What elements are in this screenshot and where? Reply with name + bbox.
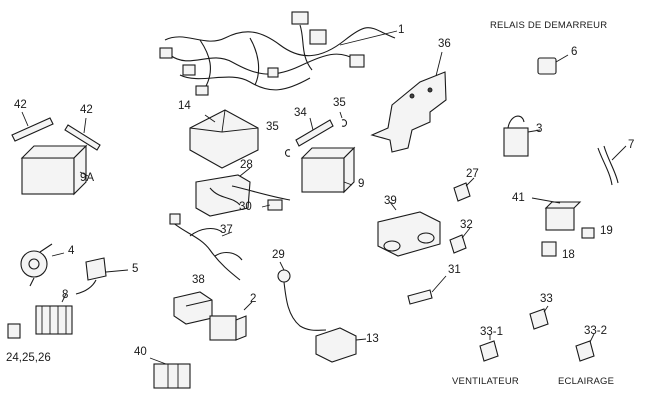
callout-18: 18 — [562, 249, 575, 261]
callout-9a: 9A — [80, 172, 95, 184]
part-40 — [149, 357, 191, 389]
callout-4: 4 — [68, 245, 75, 257]
cdi-box — [189, 109, 259, 169]
part-19 — [581, 227, 595, 239]
part-18 — [541, 241, 557, 257]
main-wiring-harness — [159, 11, 398, 96]
connector-27 — [453, 182, 471, 202]
starter-cable-28 — [195, 167, 291, 217]
callout-36: 36 — [438, 38, 451, 50]
bracket — [370, 51, 447, 153]
callout-13: 13 — [366, 333, 379, 345]
starter-relay — [537, 57, 557, 75]
connector-31 — [407, 289, 433, 305]
callout-3: 3 — [536, 123, 543, 135]
fuse-set — [7, 323, 21, 339]
callout-24-26: 24,25,26 — [6, 352, 51, 364]
relay-lighting — [575, 340, 595, 362]
caption-starter-relay: RELAIS DE DEMARREUR — [490, 20, 608, 31]
flasher — [75, 257, 129, 295]
callout-33: 33 — [540, 293, 553, 305]
relay-33 — [529, 308, 549, 330]
callout-2: 2 — [250, 293, 257, 305]
plug-cap-29 — [277, 261, 327, 331]
callout-27: 27 — [466, 168, 479, 180]
relay-3 — [503, 115, 541, 157]
callout-8: 8 — [62, 289, 69, 301]
cable-7 — [597, 145, 627, 186]
caption-lighting: ECLAIRAGE — [558, 376, 615, 387]
callout-37: 37 — [220, 224, 233, 236]
callout-40: 40 — [134, 346, 147, 358]
strap-34 — [295, 119, 334, 147]
callout-5: 5 — [132, 263, 139, 275]
callout-35-right: 35 — [333, 97, 346, 109]
strap-left — [11, 117, 54, 142]
callout-31: 31 — [448, 264, 461, 276]
hook-35-a — [284, 149, 291, 157]
callout-41: 41 — [512, 192, 525, 204]
callout-42-left: 42 — [14, 99, 27, 111]
callout-9: 9 — [358, 178, 365, 190]
caption-fan: VENTILATEUR — [452, 376, 519, 387]
callout-30: 30 — [239, 201, 252, 213]
relay-38 — [173, 291, 213, 325]
callout-14: 14 — [178, 100, 191, 112]
callout-34: 34 — [294, 107, 307, 119]
box-39 — [377, 201, 441, 257]
callout-42-right: 42 — [80, 104, 93, 116]
relay-41 — [531, 197, 582, 231]
regulator — [35, 293, 73, 335]
hook-35-b — [341, 119, 348, 127]
callout-7: 7 — [628, 139, 635, 151]
callout-35-left: 35 — [266, 121, 279, 133]
battery-9 — [300, 146, 356, 194]
connector-32 — [449, 234, 467, 254]
part-2 — [209, 301, 253, 341]
callout-33-1: 33-1 — [480, 326, 504, 338]
horn — [20, 243, 65, 287]
callout-32: 32 — [460, 219, 473, 231]
callout-38: 38 — [192, 274, 205, 286]
ignition-coil — [315, 327, 367, 363]
callout-19: 19 — [600, 225, 613, 237]
battery-9a — [20, 144, 89, 196]
callout-29: 29 — [272, 249, 285, 261]
sub-harness-37 — [169, 213, 243, 281]
strap-right — [64, 124, 101, 151]
callout-6: 6 — [571, 46, 578, 58]
relay-fan — [479, 340, 499, 362]
callout-39: 39 — [384, 195, 397, 207]
callout-1: 1 — [398, 24, 405, 36]
callout-33-2: 33-2 — [584, 325, 608, 337]
callout-28: 28 — [240, 159, 253, 171]
